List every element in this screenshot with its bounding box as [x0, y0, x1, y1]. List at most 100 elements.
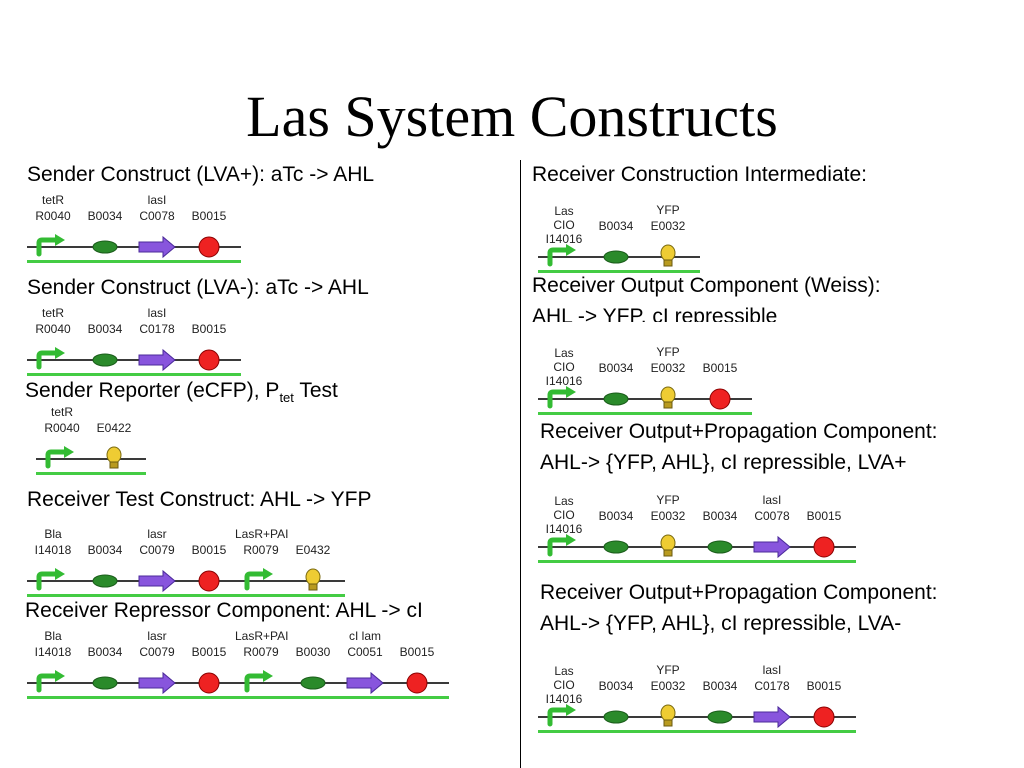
- receiver-repressor-heading: Receiver Repressor Component: AHL -> cI: [25, 599, 423, 622]
- part-id: B0015: [191, 645, 227, 659]
- dna-backbone: [538, 398, 752, 400]
- part-rbs: B0034: [590, 660, 642, 734]
- part-name: tetR: [50, 405, 73, 419]
- part-name: Las: [554, 204, 574, 218]
- rbs-icon: [590, 386, 642, 412]
- part-id: B0034: [702, 509, 738, 523]
- promoter-icon: [235, 568, 287, 594]
- rbs-icon: [590, 244, 642, 270]
- coding-icon: [131, 234, 183, 260]
- rbs-icon: [590, 534, 642, 560]
- part-id: I14018: [34, 543, 72, 557]
- part-id: R0040: [35, 322, 71, 336]
- coding-icon: [746, 534, 798, 560]
- dna-backbone: [36, 458, 146, 460]
- part-id: R0040: [35, 209, 71, 223]
- promoter-icon: [235, 670, 287, 696]
- part-terminator: B0015: [183, 626, 235, 700]
- part-rbs: B0034: [79, 524, 131, 598]
- part-id: B0015: [702, 361, 738, 375]
- part-name: lasI: [762, 493, 782, 507]
- part-id-extra: I14016: [545, 522, 583, 536]
- reporter-icon: [88, 446, 140, 472]
- part-name: cI lam: [348, 629, 381, 643]
- column-divider: [520, 160, 521, 768]
- part-name: tetR: [41, 306, 64, 320]
- construct-underline: [27, 696, 449, 699]
- promoter-icon: [538, 386, 590, 412]
- part-reporter: E0432: [287, 524, 339, 598]
- part-terminator: B0015: [694, 342, 746, 416]
- part-id: C0079: [139, 543, 175, 557]
- part-id: B0015: [191, 543, 227, 557]
- reporter-icon: [642, 534, 694, 560]
- receiver-test-heading: Receiver Test Construct: AHL -> YFP: [27, 488, 372, 511]
- part-id: B0015: [191, 322, 227, 336]
- terminator-icon: [183, 347, 235, 373]
- receiver-propagation-lva-plus-heading: Receiver Output+Propagation Component:: [540, 420, 938, 443]
- part-name: Las: [554, 494, 574, 508]
- part-id: B0015: [399, 645, 435, 659]
- coding-icon: [746, 704, 798, 730]
- sender-lva-plus-heading: Sender Construct (LVA+): aTc -> AHL: [27, 163, 375, 186]
- part-terminator: B0015: [391, 626, 443, 700]
- part-id: C0178: [139, 322, 175, 336]
- construct-underline: [27, 373, 241, 376]
- coding-icon: [339, 670, 391, 696]
- part-terminator: B0015: [183, 524, 235, 598]
- coding-icon: [131, 670, 183, 696]
- dna-backbone: [27, 682, 449, 684]
- terminator-icon: [798, 534, 850, 560]
- part-id: B0034: [702, 679, 738, 693]
- rbs-icon: [694, 534, 746, 560]
- part-id: E0422: [96, 421, 132, 435]
- terminator-icon: [391, 670, 443, 696]
- part-name: LasR+PAI: [235, 527, 289, 541]
- part-id: E0432: [295, 543, 331, 557]
- reporter-icon: [642, 244, 694, 270]
- reporter-icon: [287, 568, 339, 594]
- part-id-extra: I14016: [545, 232, 583, 246]
- part-id: B0015: [191, 209, 227, 223]
- part-id-extra: I14016: [545, 692, 583, 706]
- part-id: B0034: [87, 645, 123, 659]
- coding-icon: [131, 347, 183, 373]
- part-id: R0079: [243, 543, 279, 557]
- receiver-propagation-lva-plus-heading-line2: AHL-> {YFP, AHL}, cI repressible, LVA+: [540, 451, 907, 474]
- part-name: lasI: [762, 663, 782, 677]
- part-name: YFP: [656, 203, 680, 217]
- part-id: B0034: [598, 509, 634, 523]
- part-rbs: B0034: [590, 490, 642, 564]
- part-id: R0079: [243, 645, 279, 659]
- construct-underline: [27, 260, 241, 263]
- dna-backbone: [27, 246, 241, 248]
- part-name: Bla: [44, 527, 62, 541]
- part-rbs: B0034: [79, 303, 131, 377]
- dna-backbone: [538, 716, 856, 718]
- dna-backbone: [27, 359, 241, 361]
- slide-title: Las System Constructs: [246, 84, 778, 149]
- part-id: B0034: [598, 219, 634, 233]
- part-name: YFP: [656, 493, 680, 507]
- terminator-icon: [183, 568, 235, 594]
- part-name: Las: [554, 664, 574, 678]
- terminator-icon: [183, 234, 235, 260]
- part-name: lasr: [147, 527, 167, 541]
- part-id: CIO: [553, 218, 575, 232]
- part-name: Las: [554, 346, 574, 360]
